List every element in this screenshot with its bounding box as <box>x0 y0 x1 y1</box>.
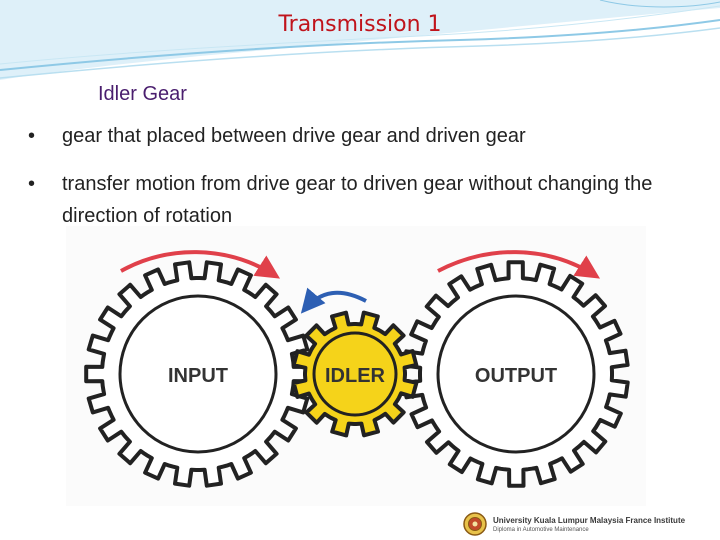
slide-title: Transmission 1 <box>278 12 442 37</box>
bullet-item: • gear that placed between drive gear an… <box>28 120 698 152</box>
output-gear <box>402 260 630 488</box>
gear-ring <box>118 294 278 454</box>
gear-ring <box>436 294 596 454</box>
bullet-text: gear that placed between drive gear and … <box>62 125 526 147</box>
gear-teeth <box>291 310 419 438</box>
footer: University Kuala Lumpur Malaysia France … <box>463 509 715 539</box>
idler-gear-label: IDLER <box>325 365 386 387</box>
output-rotation-arrow <box>437 250 601 279</box>
university-seal-icon <box>463 512 487 536</box>
idler-gear <box>291 310 419 438</box>
footer-organization: University Kuala Lumpur Malaysia France … <box>493 516 686 525</box>
slide-subtitle: Idler Gear <box>98 83 187 105</box>
bullet-item: • transfer motion from drive gear to dri… <box>28 168 698 232</box>
input-rotation-arrow <box>120 250 281 279</box>
gear-ring <box>312 331 398 417</box>
header-wave-decoration <box>0 0 720 80</box>
bullet-list: • gear that placed between drive gear an… <box>28 120 698 248</box>
bullet-text: transfer motion from drive gear to drive… <box>62 173 653 227</box>
bullet-dot-icon: • <box>28 173 36 195</box>
footer-program: Diploma in Automotive Maintenance <box>493 527 589 533</box>
bullet-dot-icon: • <box>28 125 36 147</box>
input-gear-label: INPUT <box>168 365 228 387</box>
gear-train-diagram: INPUT IDLER OUTPUT <box>66 226 646 506</box>
input-gear <box>84 260 312 488</box>
idler-rotation-arrow <box>300 287 367 314</box>
output-gear-label: OUTPUT <box>475 365 557 387</box>
